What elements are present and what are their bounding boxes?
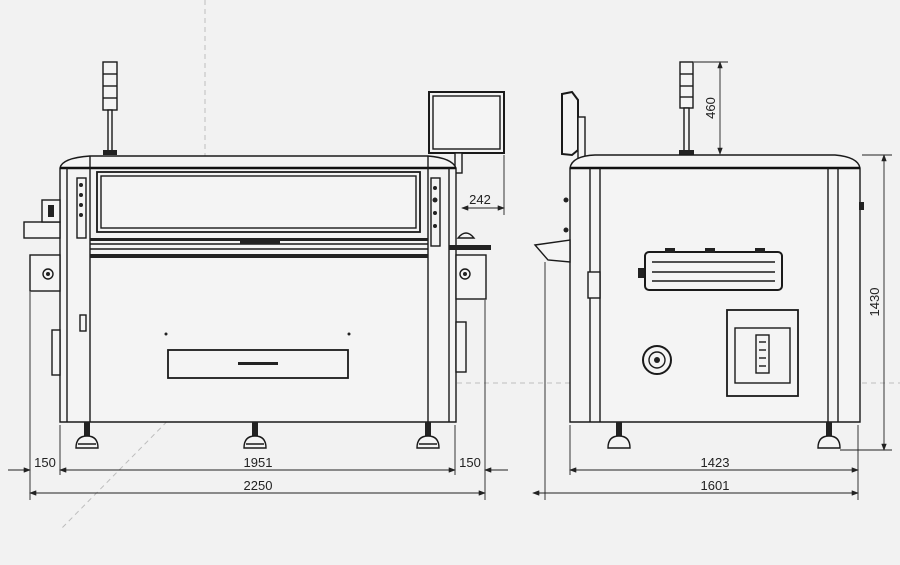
side-rail-unit: [638, 248, 783, 291]
left-conveyor-attachment: [23, 199, 61, 376]
side-control-box: [726, 309, 799, 397]
right-conveyor-attachment: [449, 232, 491, 373]
front-drawer: [167, 349, 349, 379]
dim-overall-width: 2250: [244, 478, 273, 493]
leveling-feet-side: [607, 422, 841, 449]
front-dimensions: 150 1951 150 2250 242: [8, 155, 508, 500]
front-window: [96, 171, 421, 233]
signal-tower-side: [679, 61, 694, 155]
front-body: [59, 155, 457, 423]
dim-tower-height: 460: [703, 97, 718, 119]
side-shelf: [533, 239, 571, 263]
dim-body-height: 1430: [867, 288, 882, 317]
dim-overall-depth: 1601: [701, 478, 730, 493]
fan-icon: [642, 345, 672, 375]
dim-center-width: 1951: [244, 455, 273, 470]
leveling-feet: [75, 422, 440, 449]
front-view: 150 1951 150 2250 242: [8, 61, 508, 500]
control-buttons: [76, 177, 441, 332]
monitor-side: [561, 90, 586, 173]
side-view: 460 1430 1423 1601: [532, 61, 892, 500]
side-dimensions: 460 1430 1423 1601: [532, 61, 892, 500]
dim-body-depth: 1423: [701, 455, 730, 470]
dim-left-margin: 150: [34, 455, 56, 470]
dim-right-margin: 150: [459, 455, 481, 470]
monitor: [428, 91, 505, 174]
dim-monitor-offset: 242: [469, 192, 491, 207]
signal-tower: [102, 61, 118, 155]
